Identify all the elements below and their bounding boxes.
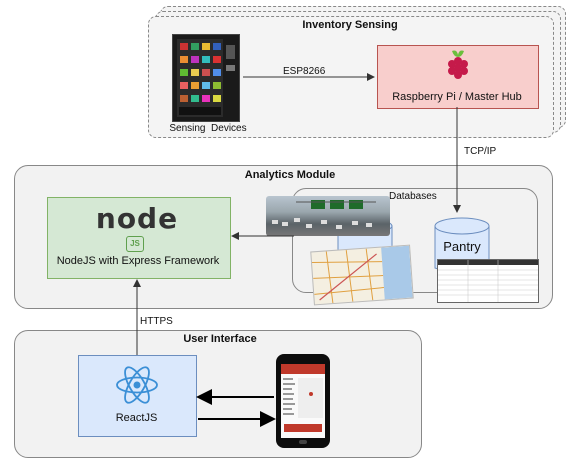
phone-home-button — [299, 440, 307, 444]
highway-traffic-image — [266, 196, 390, 236]
nodejs-badge-icon: JS — [126, 236, 144, 252]
smartphone-image — [276, 354, 330, 448]
sensing-devices-label: Sensing Devices — [169, 123, 247, 134]
nodejs-box — [47, 197, 231, 279]
phone-screen — [281, 364, 325, 438]
tcpip-label: TCP/IP — [464, 146, 497, 157]
phone-app-header — [281, 364, 325, 374]
vending-machine-image — [172, 34, 240, 122]
highway-signs — [272, 200, 376, 229]
nodejs-label: NodeJS with Express Framework — [56, 255, 220, 267]
react-icon — [116, 366, 158, 404]
table-rows — [438, 260, 538, 302]
nodejs-logo: node — [95, 202, 179, 235]
data-table-image — [437, 259, 539, 303]
https-label: HTTPS — [140, 316, 173, 327]
city-map-image — [310, 244, 414, 306]
databases-label: Databases — [389, 191, 437, 202]
inventory-sensing-title: Inventory Sensing — [302, 19, 398, 31]
raspberry-pi-hub-label: Raspberry Pi / Master Hub — [392, 91, 522, 103]
raspberry-pi-icon — [448, 50, 468, 79]
pantry-label: Pantry — [443, 239, 481, 254]
analytics-module-title: Analytics Module — [244, 169, 336, 181]
user-interface-title: User Interface — [183, 333, 257, 345]
reactjs-label: ReactJS — [115, 412, 158, 424]
phone-app-content — [283, 378, 323, 432]
esp8266-label: ESP8266 — [283, 66, 326, 77]
vending-machine-shelves — [177, 39, 235, 117]
map-roads — [311, 245, 413, 304]
